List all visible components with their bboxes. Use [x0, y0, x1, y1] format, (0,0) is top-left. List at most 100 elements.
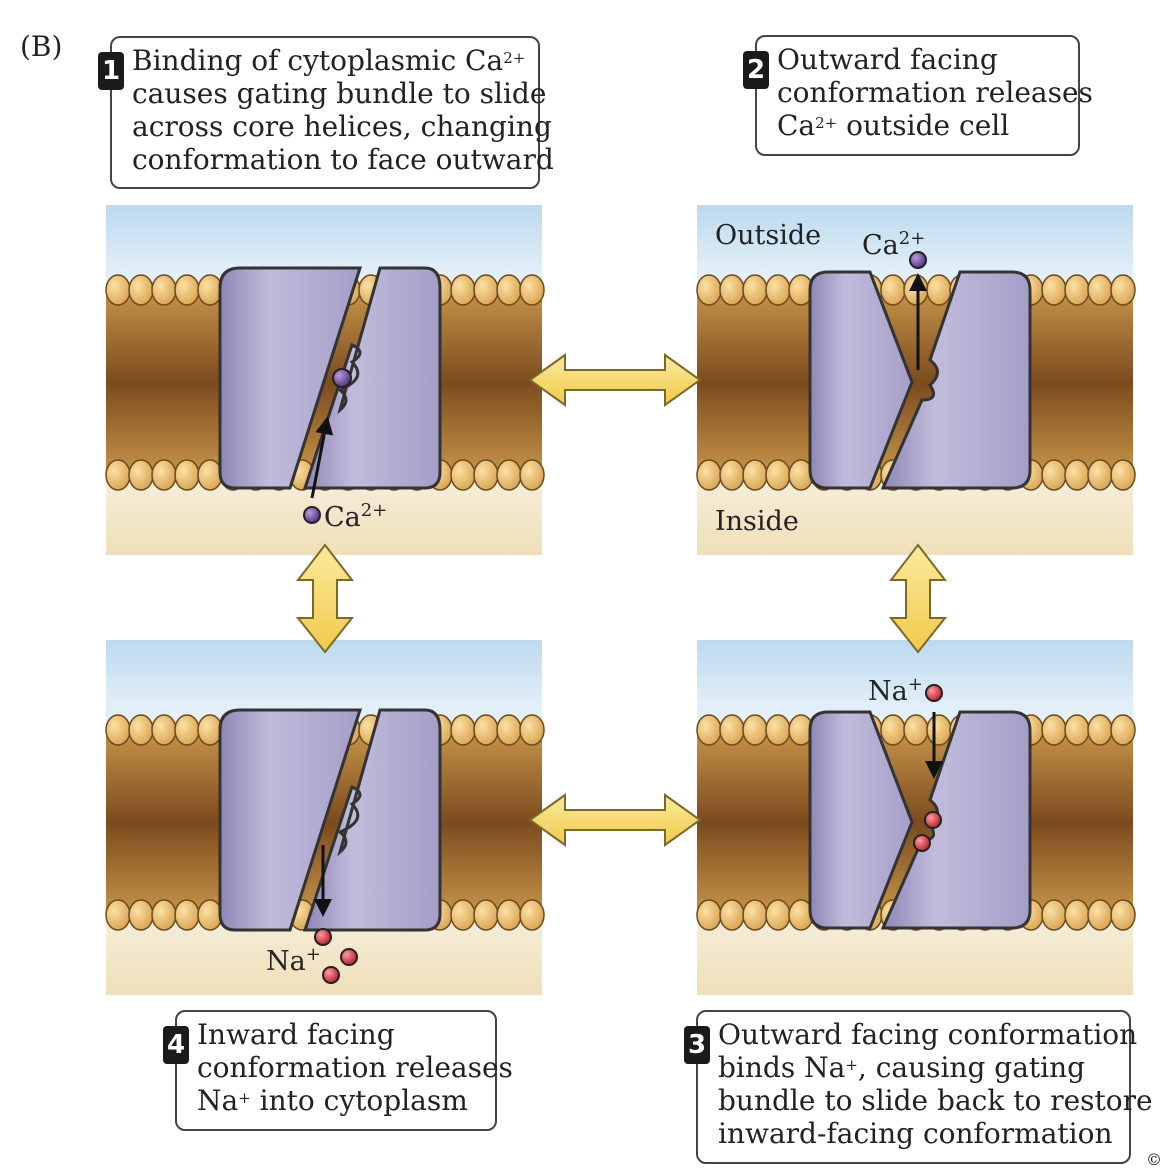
lipid-head: [174, 459, 200, 491]
lipid-head: [880, 714, 906, 746]
na-ion: [913, 834, 931, 852]
lipid-head: [765, 459, 791, 491]
lipid-head: [473, 274, 499, 306]
lipid-head: [1064, 459, 1090, 491]
lipid-head: [128, 274, 154, 306]
lipid-head: [742, 714, 768, 746]
lipid-head: [903, 714, 929, 746]
step-3-line: Outward facing conformation: [718, 1018, 1138, 1051]
step-2-line: Ca2+ outside cell: [777, 109, 1010, 142]
transition-arrow-1-4: [295, 543, 355, 654]
lipid-head: [765, 899, 791, 931]
lipid-head: [742, 899, 768, 931]
lipid-head: [719, 459, 745, 491]
panel-1: Ca2+: [105, 205, 545, 555]
lipid-head: [1064, 899, 1090, 931]
outside-label: Outside: [715, 220, 821, 251]
lipid-head: [450, 714, 476, 746]
ca-label: Ca2+: [324, 500, 387, 533]
na-ion: [322, 966, 340, 984]
step-2-line: Outward facing: [777, 43, 998, 76]
step-2-number: 2: [743, 51, 769, 89]
gating-bundle-right: [302, 708, 442, 932]
step-3-line: binds Na+, causing gating: [718, 1051, 1086, 1084]
step-1-box: 1 Binding of cytoplasmic Ca2+ causes gat…: [98, 36, 554, 189]
lipid-head: [519, 274, 545, 306]
lipid-head: [105, 274, 131, 306]
na-label: Na+: [868, 674, 923, 707]
lipid-head: [1041, 899, 1067, 931]
lipid-head: [128, 714, 154, 746]
lipid-head: [880, 274, 906, 306]
transition-arrow-2-3: [888, 543, 948, 654]
core-helix-left: [218, 266, 363, 490]
lipid-head: [197, 899, 223, 931]
ca-label: Ca2+: [862, 228, 925, 261]
step-2-box: 2 Outward facing conformation releases C…: [743, 35, 1093, 156]
lipid-head: [1110, 899, 1136, 931]
lipid-head: [473, 714, 499, 746]
lipid-head: [151, 274, 177, 306]
lipid-head: [926, 274, 952, 306]
lipid-head: [496, 459, 522, 491]
lipid-head: [174, 274, 200, 306]
lipid-head: [696, 459, 722, 491]
lipid-head: [719, 714, 745, 746]
lipid-head: [1087, 714, 1113, 746]
step-4-line: Inward facing: [197, 1018, 395, 1051]
lipid-head: [174, 899, 200, 931]
lipid-head: [765, 714, 791, 746]
lipid-head: [719, 274, 745, 306]
na-ion: [340, 948, 358, 966]
lipid-head: [128, 899, 154, 931]
step-1-line: causes gating bundle to slide: [132, 77, 547, 110]
lipid-head: [519, 899, 545, 931]
lipid-head: [496, 714, 522, 746]
core-helix-left: [808, 710, 914, 930]
lipid-head: [496, 274, 522, 306]
lipid-head: [197, 714, 223, 746]
lipid-head: [473, 899, 499, 931]
lipid-head: [197, 459, 223, 491]
lipid-head: [1064, 274, 1090, 306]
lipid-head: [1064, 714, 1090, 746]
lipid-head: [742, 274, 768, 306]
panel-2: Outside Ca2+ Inside: [696, 205, 1136, 555]
lipid-head: [105, 714, 131, 746]
lipid-head: [105, 459, 131, 491]
step-3-number: 3: [684, 1026, 710, 1064]
lipid-head: [197, 274, 223, 306]
lipid-head: [174, 714, 200, 746]
lipid-head: [450, 899, 476, 931]
lipid-head: [1110, 274, 1136, 306]
na-ion: [314, 928, 332, 946]
binding-arrow: [310, 416, 334, 499]
lipid-head: [719, 899, 745, 931]
lipid-head: [450, 459, 476, 491]
lipid-head: [1110, 714, 1136, 746]
lipid-head: [1041, 459, 1067, 491]
step-3-box: 3 Outward facing conformation binds Na+,…: [684, 1010, 1153, 1164]
step-4-line: Na+ into cytoplasm: [197, 1084, 468, 1117]
gating-bundle-right: [880, 270, 1032, 490]
inside-label: Inside: [715, 506, 799, 537]
lipid-head: [519, 459, 545, 491]
ca-ion: [303, 506, 321, 524]
panel-3: Na+: [696, 640, 1136, 995]
step-2-line: conformation releases: [777, 76, 1093, 109]
lipid-head: [151, 714, 177, 746]
na-ion: [925, 684, 943, 702]
step-1-line: conformation to face outward: [132, 143, 554, 176]
transition-arrow-1-2: [528, 353, 702, 407]
lipid-head: [1110, 459, 1136, 491]
step-1-number: 1: [98, 52, 124, 90]
step-1-line: across core helices, changing: [132, 110, 552, 143]
lipid-head: [1041, 714, 1067, 746]
step-4-line: conformation releases: [197, 1051, 513, 1084]
na-ion: [924, 811, 942, 829]
lipid-head: [151, 459, 177, 491]
lipid-head: [696, 274, 722, 306]
lipid-head: [128, 459, 154, 491]
step-3-line: inward-facing conformation: [718, 1117, 1113, 1150]
